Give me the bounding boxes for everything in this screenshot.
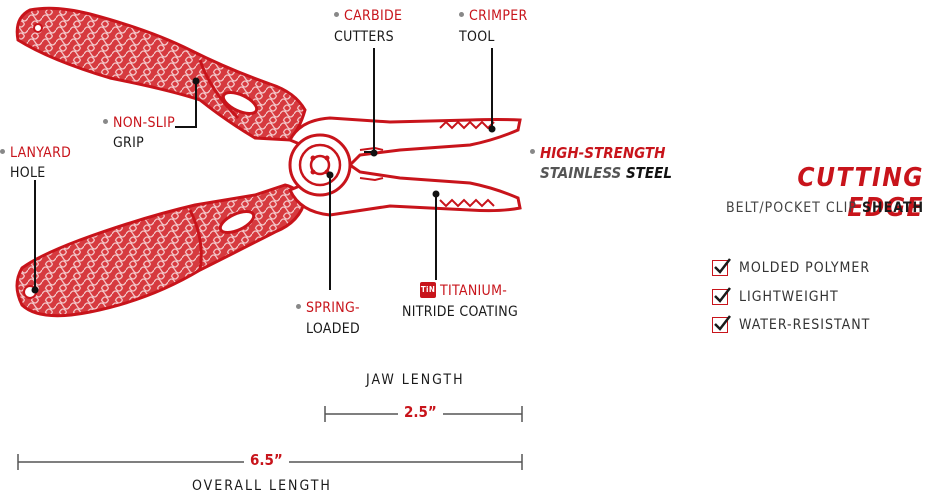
- bullet-dot: [530, 149, 535, 154]
- bullet-dot: [0, 148, 5, 154]
- jaw-length-value: 2.5”: [398, 403, 443, 421]
- bullet-dot: [296, 303, 301, 309]
- callout-carbide-cutters: CARBIDE CUTTERS: [334, 8, 403, 45]
- feature-item: MOLDED POLYMER: [712, 258, 912, 277]
- bullet-dot: [459, 11, 464, 17]
- sheath-title: CUTTING EDGE: [797, 163, 924, 223]
- lower-handle: [15, 183, 307, 318]
- bullet-dot: [334, 11, 339, 17]
- checkbox-checked-icon: [712, 287, 731, 305]
- bullet-dot: [103, 118, 108, 124]
- tin-badge-icon: TiN: [420, 282, 436, 298]
- feature-item: LIGHTWEIGHT: [712, 287, 912, 306]
- overall-length-label: OVERALL LENGTH: [192, 478, 332, 494]
- sheath-subtitle: BELT/POCKET CLIP SHEATH: [726, 200, 924, 216]
- callout-crimper-tool: CRIMPER TOOL: [459, 8, 528, 45]
- checkbox-checked-icon: [712, 258, 731, 276]
- jaw-length-label: JAW LENGTH: [366, 372, 465, 388]
- feature-item: WATER-RESISTANT: [712, 315, 912, 334]
- checkbox-checked-icon: [712, 315, 731, 333]
- callout-spring-loaded: SPRING- LOADED: [296, 300, 360, 338]
- callout-lanyard-hole: LANYARD HOLE: [0, 145, 71, 182]
- overall-length-value: 6.5”: [244, 451, 289, 469]
- callout-non-slip-grip: NON-SLIP GRIP: [103, 115, 175, 152]
